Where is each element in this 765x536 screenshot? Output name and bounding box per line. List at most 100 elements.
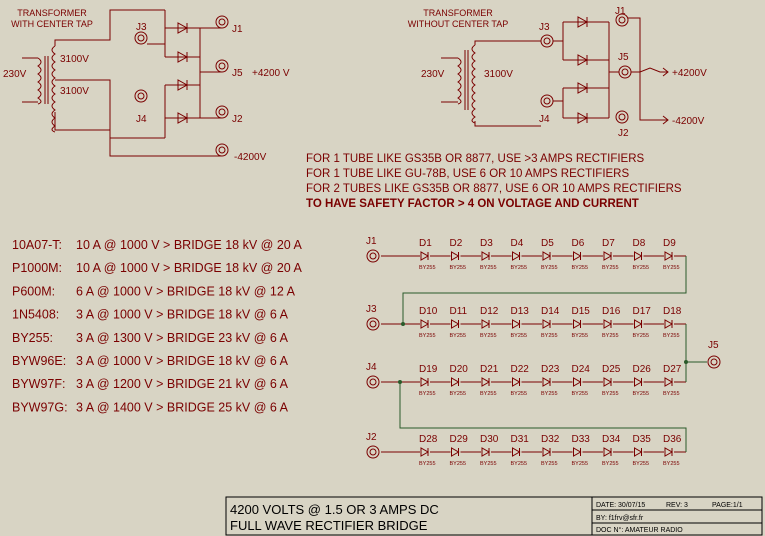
diode-part-label: BY255 [572, 333, 589, 339]
right-j4-label: J4 [539, 114, 550, 125]
diode-label: D34 [602, 434, 621, 445]
connector-label: J3 [366, 304, 377, 315]
connector-label: J2 [366, 432, 377, 443]
diode-label: D28 [419, 434, 438, 445]
diode-part: BYW96E: [12, 354, 66, 368]
diode-part-label: BY255 [572, 391, 589, 397]
notes: FOR 1 TUBE LIKE GS35B OR 8877, USE >3 AM… [306, 153, 682, 210]
diode-label: D8 [633, 238, 646, 249]
right-schematic: TRANSFORMER WITHOUT CENTER TAP 230V 3100… [408, 6, 707, 139]
diode-table-row: BYW97G:3 A @ 1400 V > BRIDGE 25 kV @ 6 A [12, 400, 289, 414]
diode-label: D35 [633, 434, 652, 445]
left-secondary-top-label: 3100V [60, 54, 89, 65]
left-transformer [22, 9, 222, 157]
right-bridge [540, 13, 669, 125]
connector-j4 [366, 375, 380, 389]
note-safety-factor: TO HAVE SAFETY FACTOR > 4 ON VOLTAGE AND… [306, 198, 639, 210]
title-line-1: 4200 VOLTS @ 1.5 OR 3 AMPS DC [230, 502, 439, 517]
title-date: DATE: 30/07/15 [596, 502, 645, 509]
diode-part-label: BY255 [633, 265, 650, 271]
diode-label: D4 [511, 238, 524, 249]
diode-label: D2 [450, 238, 463, 249]
diode-spec: 10 A @ 1000 V > BRIDGE 18 kV @ 20 A [76, 261, 303, 275]
diode-spec: 3 A @ 1200 V > BRIDGE 21 kV @ 6 A [76, 377, 289, 391]
diode-label: D25 [602, 364, 621, 375]
left-title-line2: WITH CENTER TAP [11, 19, 93, 29]
right-out-neg: -4200V [672, 116, 705, 127]
diode-label: D33 [572, 434, 591, 445]
diode-part-label: BY255 [663, 333, 680, 339]
diode-label: D31 [511, 434, 530, 445]
diode-part-label: BY255 [572, 265, 589, 271]
note-line-3: FOR 2 TUBES LIKE GS35B OR 8877, USE 6 OR… [306, 183, 682, 195]
right-j2-label: J2 [618, 128, 629, 139]
diode-label: D15 [572, 306, 591, 317]
left-j3-label: J3 [136, 22, 147, 33]
diode-spec: 6 A @ 1000 V > BRIDGE 18 kV @ 12 A [76, 284, 296, 298]
connector-j5 [707, 355, 721, 369]
right-j5-label: J5 [618, 52, 629, 63]
diode-label: D7 [602, 238, 615, 249]
diode-part: BY255: [12, 331, 53, 345]
connector-j3 [366, 317, 380, 331]
diode-label: D3 [480, 238, 493, 249]
diode-label: D29 [450, 434, 469, 445]
diode-part-label: BY255 [419, 391, 436, 397]
diode-label: D20 [450, 364, 469, 375]
diode-part-label: BY255 [511, 265, 528, 271]
diode-part: P1000M: [12, 261, 62, 275]
diode-part-label: BY255 [419, 461, 436, 467]
left-bridge [134, 10, 229, 157]
diode-part-label: BY255 [450, 333, 467, 339]
diode-label: D6 [572, 238, 585, 249]
diode-part-label: BY255 [511, 461, 528, 467]
diode-label: D32 [541, 434, 560, 445]
diode-part-label: BY255 [511, 391, 528, 397]
diode-table-row: 10A07-T:10 A @ 1000 V > BRIDGE 18 kV @ 2… [12, 238, 303, 252]
right-secondary-label: 3100V [484, 69, 513, 80]
diode-label: D9 [663, 238, 676, 249]
diode-label: D17 [633, 306, 652, 317]
diode-part: BYW97G: [12, 400, 68, 414]
connector-j2 [366, 445, 380, 459]
diode-part-label: BY255 [633, 461, 650, 467]
title-block: 4200 VOLTS @ 1.5 OR 3 AMPS DC FULL WAVE … [225, 496, 763, 536]
left-secondary-bottom-label: 3100V [60, 86, 89, 97]
left-j2-label: J2 [232, 114, 243, 125]
diode-table-row: 1N5408:3 A @ 1000 V > BRIDGE 18 kV @ 6 A [12, 308, 289, 322]
diode-label: D11 [450, 306, 468, 317]
diode-part-label: BY255 [541, 333, 558, 339]
diode-table-row: BYW97F: 3 A @ 1200 V > BRIDGE 21 kV @ 6 A [12, 377, 289, 391]
diode-label: D26 [633, 364, 652, 375]
diode-part-label: BY255 [633, 333, 650, 339]
left-out-neg: -4200V [234, 152, 267, 163]
diode-label: D5 [541, 238, 554, 249]
diode-label: D10 [419, 306, 438, 317]
diode-part: BYW97F: [12, 377, 66, 391]
diode-part-label: BY255 [602, 461, 619, 467]
diode-label: D18 [663, 306, 682, 317]
diode-part-label: BY255 [541, 391, 558, 397]
title-page: PAGE:1/1 [712, 502, 743, 509]
diode-table-row: BYW96E:3 A @ 1000 V > BRIDGE 18 kV @ 6 A [12, 354, 289, 368]
